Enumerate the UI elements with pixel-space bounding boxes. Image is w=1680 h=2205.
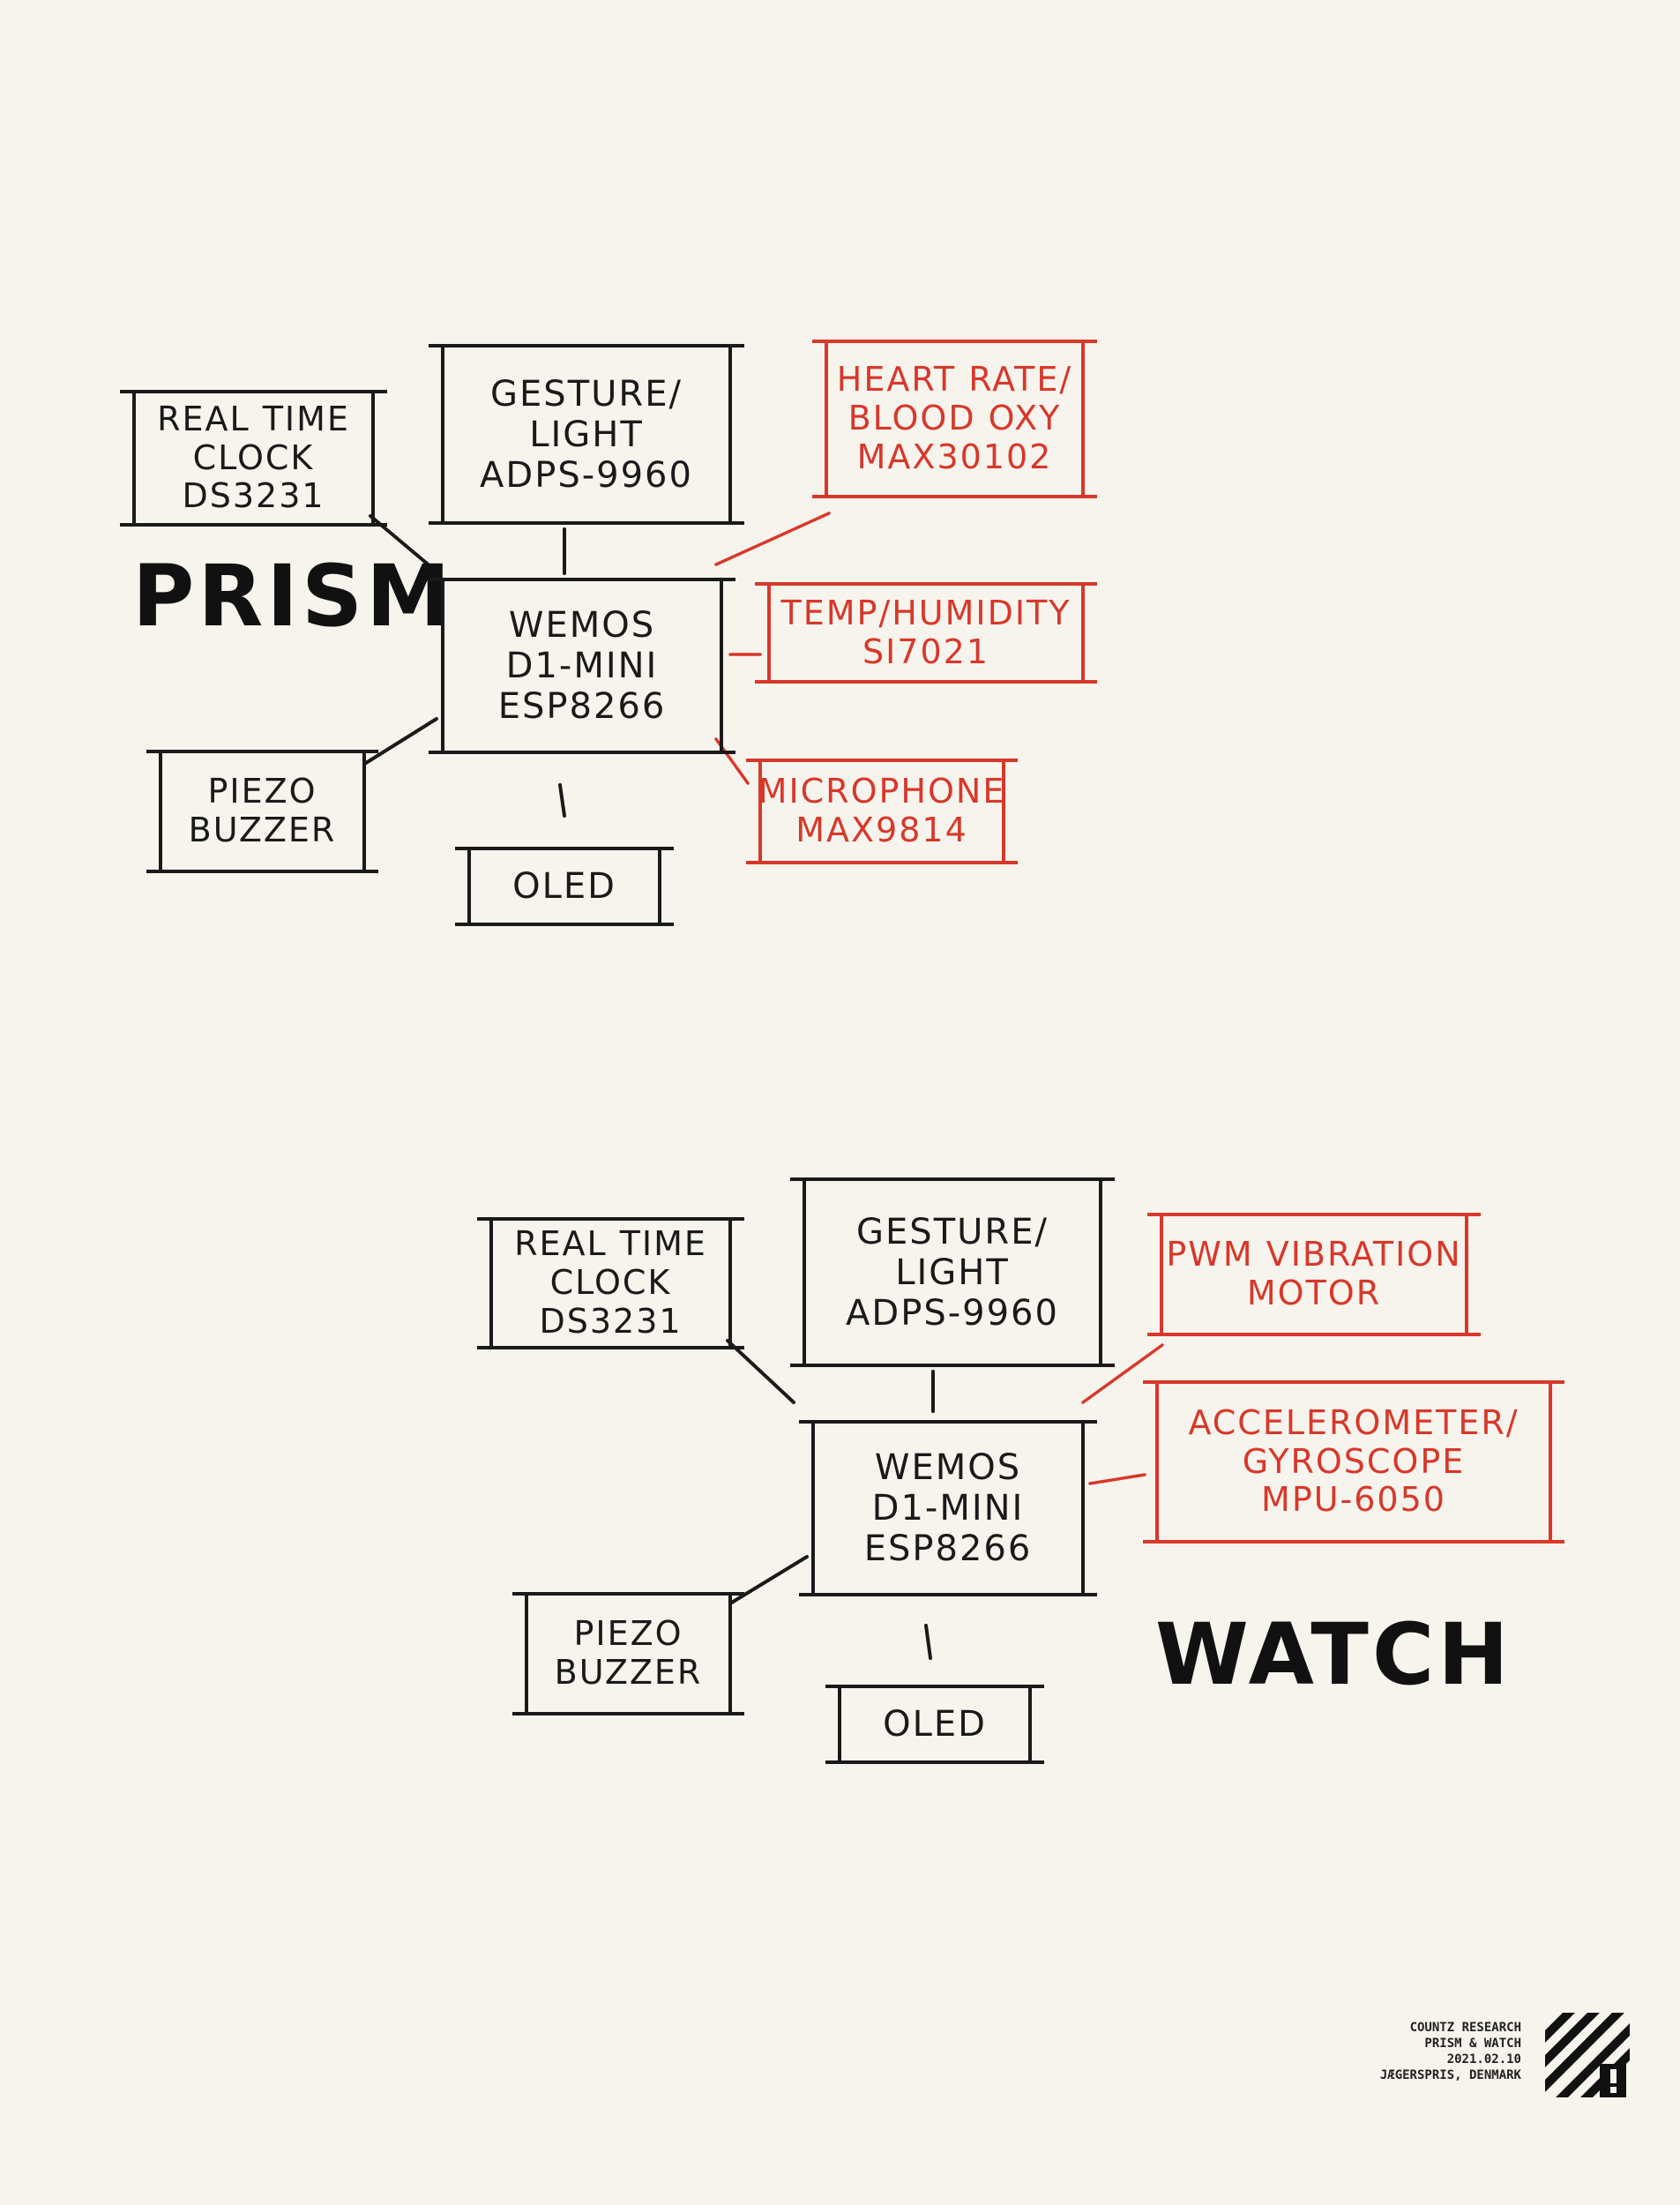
prism-piezo-label-2: Buzzer: [188, 811, 337, 849]
watch-vibration-label-1: PWM Vibration: [1166, 1235, 1462, 1274]
prism-heart-box: Heart Rate/ Blood Oxy MAX30102: [812, 340, 1097, 498]
prism-piezo-label-1: Piezo: [207, 772, 317, 811]
prism-wire-oled: [558, 783, 566, 818]
prism-gesture-label-2: Light: [529, 414, 644, 455]
footer-line-date: 2021.02.10: [1446, 2052, 1521, 2067]
watch-vibration-box: PWM Vibration motor: [1147, 1213, 1481, 1336]
prism-rtc-label-3: DS3231: [182, 476, 325, 516]
watch-mcu-label-2: D1-Mini: [871, 1488, 1025, 1529]
watch-piezo-box: Piezo Buzzer: [512, 1592, 744, 1715]
watch-wire-vibration: [1081, 1343, 1164, 1404]
watch-wire-piezo: [728, 1555, 809, 1605]
prism-temp-box: Temp/Humidity SI7021: [755, 582, 1097, 684]
footer-line-location: JÆGERSPRIS, DENMARK: [1379, 2068, 1521, 2082]
footer-credits: COUNTZ RESEARCH PRISM & WATCH 2021.02.10…: [1380, 2020, 1521, 2083]
watch-rtc-box: Real time Clock DS3231: [477, 1217, 744, 1349]
prism-mcu-label-3: ESP8266: [497, 686, 667, 727]
prism-wire-heart: [714, 512, 831, 566]
watch-title: Watch: [1155, 1605, 1512, 1704]
prism-heart-label-1: Heart Rate/: [836, 360, 1073, 400]
footer-line-project: PRISM & WATCH: [1424, 2037, 1521, 2051]
watch-mcu-label-1: Wemos: [874, 1447, 1022, 1488]
watch-gesture-label-2: Light: [895, 1252, 1010, 1293]
watch-mcu-box: Wemos D1-Mini ESP8266: [799, 1420, 1097, 1596]
prism-temp-label-2: SI7021: [862, 632, 990, 671]
watch-wire-accel: [1088, 1473, 1146, 1485]
prism-heart-label-3: MAX30102: [856, 437, 1053, 476]
prism-title: Prism: [132, 547, 454, 646]
prism-mcu-label-1: Wemos: [508, 605, 656, 646]
prism-oled-box: OLED: [455, 847, 674, 926]
watch-oled-box: OLED: [825, 1685, 1044, 1764]
countz-logo-icon: [1545, 2013, 1630, 2097]
watch-accel-label-3: MPU-6050: [1261, 1480, 1446, 1520]
prism-mic-box: Microphone MAX9814: [746, 759, 1018, 864]
prism-wire-piezo: [364, 717, 438, 765]
prism-rtc-label-1: Real time: [157, 399, 350, 438]
watch-gesture-box: Gesture/ Light ADPS-9960: [790, 1177, 1115, 1367]
watch-oled-label: OLED: [883, 1704, 987, 1745]
watch-piezo-label-1: Piezo: [573, 1614, 683, 1654]
watch-gesture-label-1: Gesture/: [856, 1211, 1049, 1252]
prism-gesture-label-1: Gesture/: [490, 373, 683, 415]
prism-oled-label: OLED: [512, 866, 616, 907]
watch-gesture-label-3: ADPS-9960: [846, 1292, 1059, 1334]
prism-rtc-label-2: Clock: [192, 437, 315, 477]
prism-rtc-box: Real time Clock DS3231: [120, 390, 387, 527]
footer-line-org: COUNTZ RESEARCH: [1409, 2021, 1521, 2035]
prism-gesture-box: Gesture/ Light ADPS-9960: [429, 344, 744, 525]
watch-wire-rtc: [726, 1339, 795, 1404]
prism-piezo-box: Piezo Buzzer: [146, 750, 378, 873]
watch-piezo-label-2: Buzzer: [554, 1653, 703, 1692]
prism-mic-label-2: MAX9814: [795, 811, 968, 849]
watch-accel-label-2: Gyroscope: [1242, 1441, 1466, 1481]
watch-accel-label-1: Accelerometer/: [1188, 1402, 1519, 1442]
watch-accel-box: Accelerometer/ Gyroscope MPU-6050: [1143, 1380, 1564, 1544]
watch-vibration-label-2: motor: [1246, 1274, 1382, 1312]
prism-mcu-box: Wemos D1-Mini ESP8266: [429, 578, 735, 754]
watch-mcu-label-3: ESP8266: [863, 1529, 1033, 1569]
prism-mic-label-1: Microphone: [758, 772, 1006, 811]
prism-temp-label-1: Temp/Humidity: [780, 593, 1071, 632]
prism-gesture-label-3: ADPS-9960: [480, 454, 693, 496]
watch-rtc-label-1: Real time: [514, 1224, 707, 1264]
watch-rtc-label-3: DS3231: [539, 1301, 683, 1341]
prism-mcu-label-2: D1-Mini: [505, 646, 659, 686]
prism-heart-label-2: Blood Oxy: [847, 399, 1062, 438]
watch-rtc-label-2: Clock: [549, 1263, 672, 1303]
watch-wire-oled: [924, 1624, 932, 1660]
